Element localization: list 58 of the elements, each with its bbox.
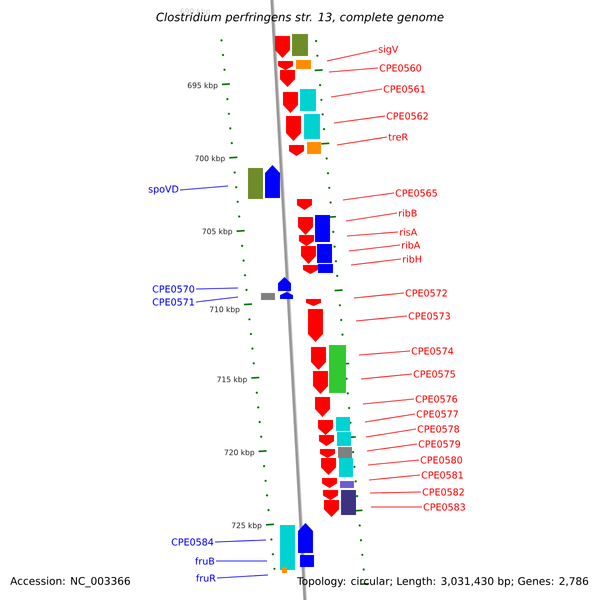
- leader-line: [366, 444, 418, 452]
- footer-text: Accession: NC_003366: [10, 576, 130, 588]
- gene-label: ribA: [402, 241, 420, 249]
- gene-label: CPE0584: [172, 538, 214, 546]
- leader-line: [196, 296, 238, 302]
- gene-label: CPE0577: [416, 410, 458, 418]
- gene-label: CPE0572: [406, 289, 447, 297]
- leader-line: [330, 88, 382, 98]
- leader-line: [180, 186, 228, 190]
- leader-line: [356, 316, 408, 322]
- leader-line: [370, 492, 422, 494]
- leader-line: [216, 560, 268, 562]
- leader-line: [348, 244, 400, 252]
- gene-label: CPE0574: [412, 347, 454, 355]
- leader-line: [360, 374, 412, 380]
- leader-line: [350, 258, 402, 266]
- leader-line: [216, 574, 268, 578]
- leader-line: [368, 474, 420, 480]
- leader-line: [336, 136, 388, 146]
- leader-line: [358, 350, 410, 356]
- leader-line: [366, 428, 416, 438]
- gene-label: treR: [388, 133, 408, 141]
- gene-label: fruB: [195, 557, 214, 565]
- gene-label: sigV: [378, 45, 398, 55]
- gene-label: CPE0573: [408, 312, 450, 320]
- leader-line: [346, 212, 398, 222]
- leader-line: [328, 68, 378, 72]
- leader-line: [342, 192, 394, 200]
- leader-line: [326, 50, 378, 62]
- gene-label: spoVD: [148, 186, 178, 194]
- gene-label: CPE0575: [414, 370, 455, 378]
- leader-line: [346, 232, 398, 236]
- leader-line: [364, 414, 416, 422]
- leader-line: [354, 292, 404, 298]
- footer-text: Topology: circular; Length: 3,031,430 bp; Genes: 2,786: [297, 576, 588, 588]
- gene-label: CPE0571: [152, 298, 194, 306]
- gene-label: CPE0580: [420, 456, 462, 464]
- leader-line: [214, 540, 266, 542]
- gene-label: CPE0581: [422, 471, 463, 479]
- gene-label: CPE0576: [416, 395, 458, 403]
- gene-label: CPE0562: [386, 112, 428, 120]
- gene-label: ribB: [399, 209, 417, 217]
- leader-line: [196, 288, 238, 290]
- leader-line: [370, 506, 422, 508]
- gene-label: CPE0583: [424, 503, 465, 511]
- gene-label: ribH: [403, 255, 421, 263]
- leader-line: [362, 398, 414, 404]
- gene-label: CPE0560: [380, 64, 422, 72]
- gene-label: risA: [400, 228, 418, 236]
- gene-label: CPE0565: [396, 189, 437, 197]
- leader-line: [334, 116, 386, 124]
- gene-label: CPE0578: [418, 425, 460, 433]
- gene-label: CPE0579: [418, 440, 460, 448]
- gene-label: fruR: [196, 574, 216, 582]
- leader-line: [368, 460, 420, 466]
- gene-label: CPE0561: [384, 85, 425, 93]
- gene-label: CPE0570: [152, 285, 194, 293]
- gene-label: CPE0582: [422, 488, 464, 496]
